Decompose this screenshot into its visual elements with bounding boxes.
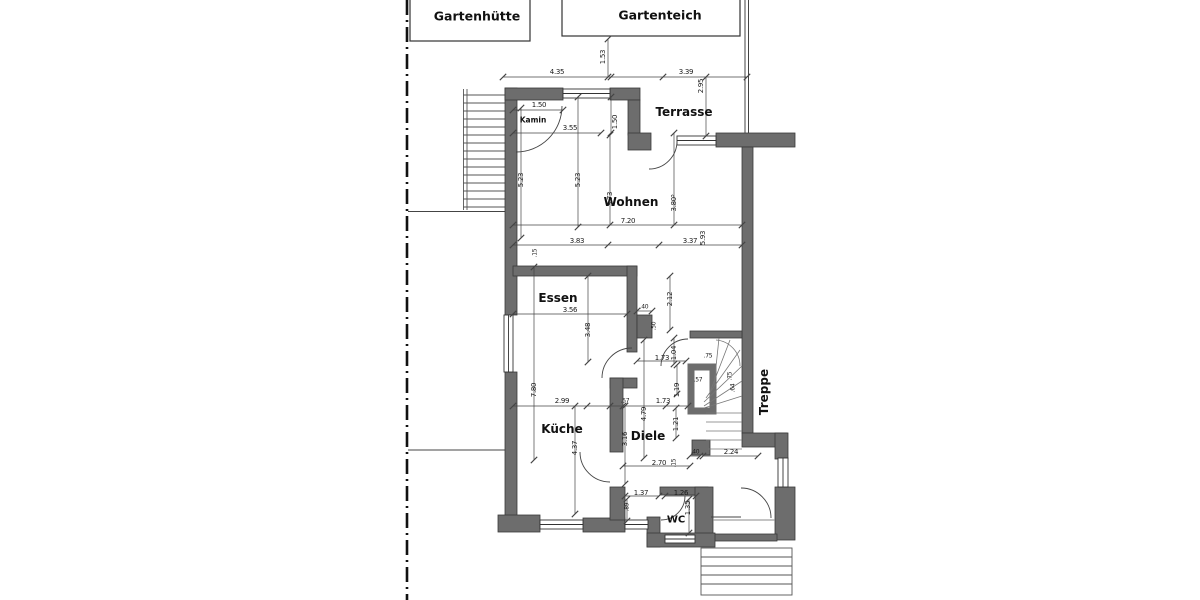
dimension-label: 1.21 — [672, 416, 680, 432]
room-label-kamin: Kamin — [519, 115, 547, 125]
dimension-label: 3.48 — [584, 322, 592, 338]
garden-hut-box — [409, 0, 531, 42]
dimension-label: 4.35 — [549, 68, 565, 76]
dimension-label: 1.73 — [655, 397, 671, 405]
dimension-label: .15 — [670, 458, 678, 468]
dimension-label: 7.80 — [530, 382, 538, 398]
door-arc-terrasse — [648, 140, 678, 170]
dimension-label: 1.35 — [684, 500, 692, 516]
dimension-label: 3.56 — [562, 306, 578, 314]
dimension-label: .40 — [639, 303, 649, 311]
dimension-label: 3.83 — [569, 237, 585, 245]
dimension-label: 1.19 — [673, 382, 681, 398]
garden-pond-box — [561, 0, 741, 37]
dimension-label: 1.53 — [599, 49, 607, 65]
room-label-diele: Diele — [630, 429, 666, 443]
dimension-label: 1.73 — [654, 354, 670, 362]
interior-stairs — [703, 337, 743, 450]
dimension-label: .57 — [620, 397, 630, 405]
dimension-label: 5.93 — [699, 230, 707, 246]
door-arc-essen-diele — [601, 347, 633, 379]
site-lines — [408, 0, 749, 451]
walls — [497, 87, 796, 548]
dimension-label: 4.79 — [640, 406, 648, 422]
dimension-label: 3.73 — [606, 191, 614, 207]
room-label-k-che: Küche — [541, 422, 583, 436]
room-label-essen: Essen — [538, 291, 578, 305]
door-arc-entrance — [740, 487, 772, 519]
room-label-treppe: Treppe — [757, 368, 771, 416]
dimension-label: 2.12 — [666, 291, 674, 307]
dimension-label: 1.37 — [633, 489, 649, 497]
dimension-label: 1.04 — [670, 345, 678, 361]
dimension-label: 1.26 — [673, 489, 689, 497]
room-label-wc: WC — [666, 514, 686, 526]
stair-shaft — [687, 363, 717, 415]
dimension-label: 3.55 — [562, 124, 578, 132]
dimension-label: .40 — [690, 448, 700, 456]
dimension-label: 3.37 — [682, 237, 698, 245]
dimension-label: 2.99 — [554, 397, 570, 405]
door-arc-kamin-corner — [515, 105, 563, 153]
dimension-label: .75 — [726, 371, 734, 381]
dimension-label: 1.50 — [611, 114, 619, 130]
dimension-label: 2.95 — [697, 78, 705, 94]
dimension-lines — [499, 35, 762, 537]
dimension-label: 1.50 — [531, 101, 547, 109]
dimension-label: 3.16 — [621, 431, 629, 447]
exterior-ladder — [463, 89, 505, 210]
dimension-label: 3.39 — [678, 68, 694, 76]
dimension-label: 4.37 — [571, 440, 579, 456]
dimension-label: 2.24 — [723, 448, 739, 456]
door-arc-diele-treppe — [660, 338, 689, 367]
room-label-terrasse: Terrasse — [655, 105, 713, 119]
dimension-label: 3.80⁵ — [670, 194, 678, 212]
dimension-label: .50 — [650, 321, 658, 331]
room-label-gartenh-tte: Gartenhütte — [433, 8, 521, 24]
door-arc-kueche — [579, 451, 611, 483]
dimension-label: 5.23 — [574, 172, 582, 188]
dimension-label: 7.20 — [620, 217, 636, 225]
door-arc-wc — [660, 495, 686, 521]
dimension-label: 5.23 — [517, 172, 525, 188]
door-arcs — [515, 105, 775, 521]
dimension-label: .64 — [729, 383, 737, 393]
room-label-gartenteich: Gartenteich — [618, 7, 702, 23]
dimension-label: .57 — [693, 376, 703, 384]
entry-steps — [700, 547, 793, 596]
dimension-label: .75 — [703, 352, 713, 360]
dimension-label: .89 — [623, 502, 631, 512]
windows — [503, 88, 789, 544]
dimension-label: 2.70 — [651, 459, 667, 467]
dimension-label: .15 — [531, 248, 539, 258]
room-label-wohnen: Wohnen — [603, 195, 659, 209]
